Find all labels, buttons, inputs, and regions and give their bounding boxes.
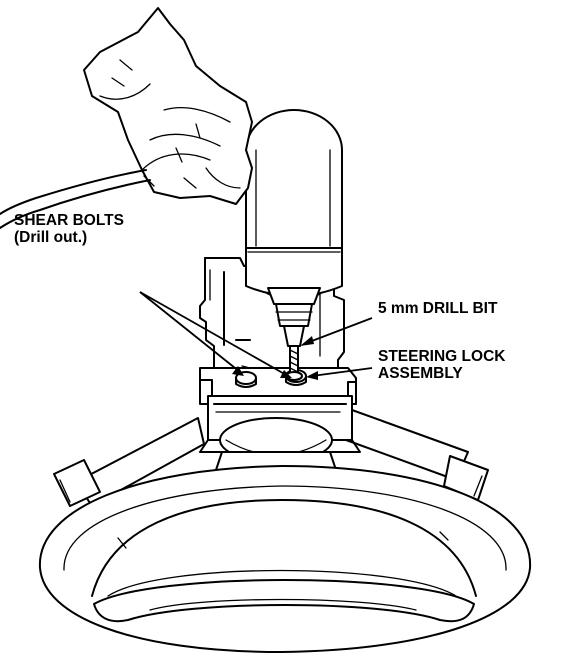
column-arm-right <box>345 409 489 501</box>
drill-bit-leader-line <box>300 317 373 346</box>
steering-lock-label-line2: ASSEMBLY <box>378 365 463 382</box>
shear-bolts-label: SHEAR BOLTS <box>14 212 124 229</box>
power-drill <box>245 109 343 347</box>
shear-bolts-callout: SHEAR BOLTS (Drill out.) <box>14 212 124 246</box>
steering-wheel <box>38 465 532 653</box>
steering-lock-leader-line <box>306 367 373 380</box>
drill-cord <box>0 169 155 229</box>
shear-bolts-leader-lines <box>139 291 292 378</box>
steering-lock-callout: STEERING LOCK ASSEMBLY <box>378 348 505 382</box>
drill-bit-callout: 5 mm DRILL BIT <box>378 300 497 317</box>
shear-bolts-note: (Drill out.) <box>14 229 88 246</box>
hand <box>83 7 253 205</box>
steering-lock-label-line1: STEERING LOCK <box>378 348 506 365</box>
steering-lock-housing <box>199 367 361 471</box>
drill-bit-label: 5 mm DRILL BIT <box>378 300 498 317</box>
